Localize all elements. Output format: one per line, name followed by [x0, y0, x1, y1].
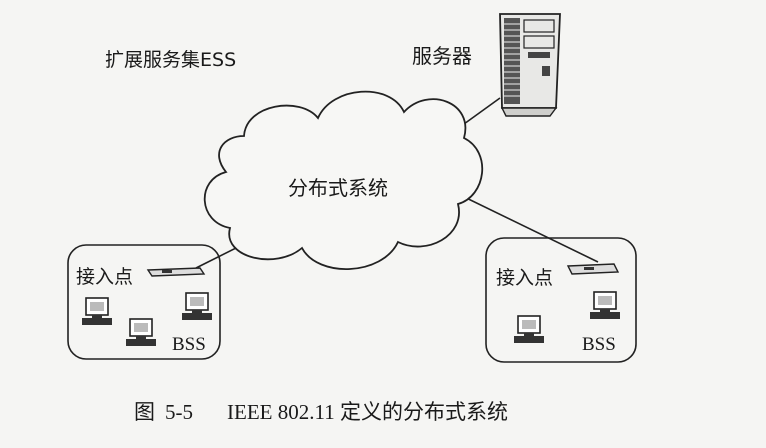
access-point-left-icon [146, 267, 206, 277]
computer-left-2-icon [126, 318, 156, 346]
caption-title: IEEE 802.11 定义的分布式系统 [227, 400, 508, 424]
server-link [463, 97, 501, 125]
caption-figure-word: 图 [134, 400, 155, 424]
computer-left-3-icon [182, 292, 212, 320]
server-label: 服务器 [412, 44, 472, 68]
ap-right-link [453, 191, 599, 263]
bss-left-boundary [67, 244, 221, 360]
figure-caption: 图 5-5 IEEE 802.11 定义的分布式系统 [134, 396, 508, 426]
server-icon [499, 13, 561, 117]
distribution-system-label: 分布式系统 [288, 176, 388, 200]
bss-right-boundary [485, 237, 637, 363]
caption-figure-number: 5-5 [165, 400, 193, 424]
computer-right-1-icon [514, 315, 544, 343]
computer-left-1-icon [82, 297, 112, 325]
distribution-system-cloud [203, 90, 484, 270]
access-point-right-icon [566, 263, 620, 275]
access-point-right-label: 接入点 [496, 267, 554, 289]
bss-right-label: BSS [582, 334, 616, 355]
ess-label: 扩展服务集ESS [105, 49, 237, 71]
computer-right-2-icon [590, 291, 620, 319]
access-point-left-label: 接入点 [76, 266, 134, 288]
bss-left-label: BSS [172, 334, 206, 355]
